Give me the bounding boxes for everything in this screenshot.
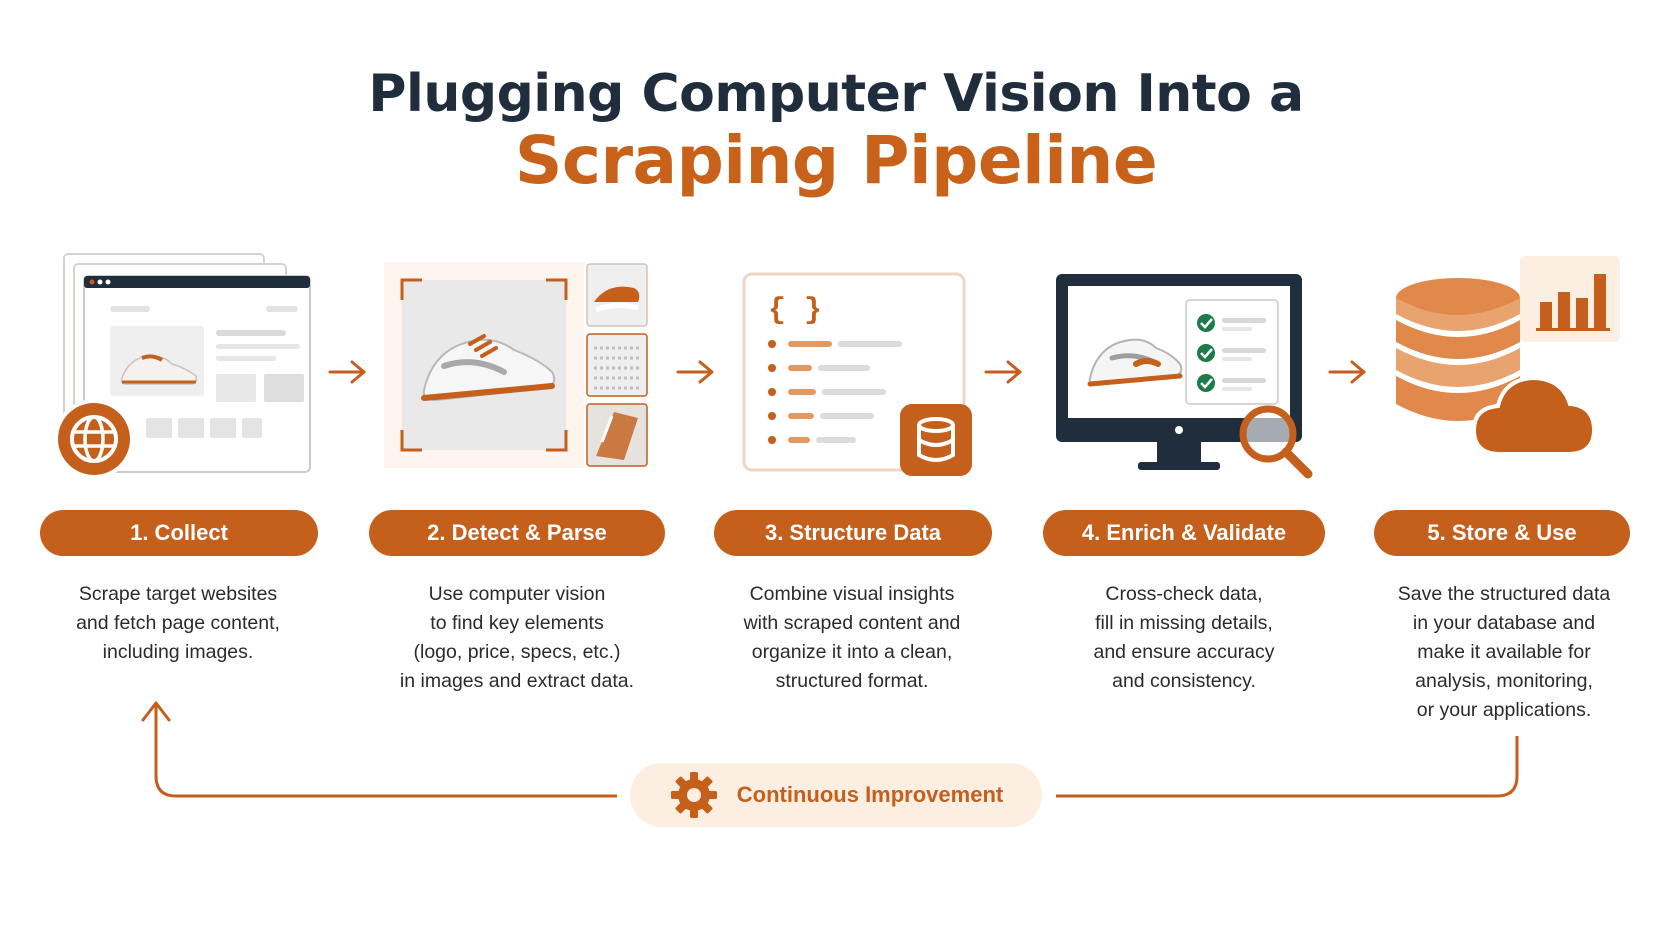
title-line-1: Plugging Computer Vision Into a	[368, 64, 1304, 124]
continuous-improvement-label: Continuous Improvement	[736, 782, 1004, 807]
step-collect-description: Scrape target websites and fetch page co…	[30, 580, 326, 667]
step-enrich-validate-pill: 4. Enrich & Validate	[1043, 510, 1325, 556]
arrow-right-icon	[328, 360, 366, 384]
description-line: in your database and	[1412, 612, 1596, 634]
description-line: organize it into a clean,	[751, 641, 953, 663]
description-line: and consistency.	[1112, 670, 1256, 692]
description-line: and fetch page content,	[76, 612, 280, 634]
description-line: fill in missing details,	[1095, 612, 1273, 634]
step-detect-parse-pill: 2. Detect & Parse	[369, 510, 665, 556]
description-line: in images and extract data.	[399, 670, 635, 692]
description-line: or your applications.	[1416, 699, 1592, 721]
step-structure-data-pill: 3. Structure Data	[714, 510, 992, 556]
arrow-right-icon	[1328, 360, 1366, 384]
description-line: Combine visual insights	[749, 583, 955, 605]
browser-globe-icon	[54, 253, 311, 479]
continuous-improvement-badge: Continuous Improvement	[630, 763, 1042, 827]
feedback-loop-arrow	[141, 701, 1519, 798]
description-line: Scrape target websites	[78, 583, 278, 605]
description-line: Use computer vision	[428, 583, 606, 605]
step-structure-data-description: Combine visual insights with scraped con…	[704, 580, 1000, 696]
step-enrich-validate-description: Cross-check data, fill in missing detail…	[1036, 580, 1332, 696]
arrow-right-icon	[984, 360, 1022, 384]
description-line: with scraped content and	[743, 612, 961, 634]
monitor-checklist-icon	[1056, 274, 1313, 479]
title-line-2: Scraping Pipeline	[514, 122, 1158, 199]
description-line: to find key elements	[430, 612, 604, 634]
description-line: Save the structured data	[1397, 583, 1611, 605]
step-detect-parse-description: Use computer vision to find key elements…	[369, 580, 665, 696]
description-line: including images.	[102, 641, 254, 663]
description-line: structured format.	[775, 670, 929, 692]
gear-icon	[670, 772, 717, 818]
step-collect-pill: 1. Collect	[40, 510, 318, 556]
description-line: analysis, monitoring,	[1415, 670, 1593, 692]
json-database-icon: { }	[742, 272, 972, 476]
description-line: make it available for	[1417, 641, 1591, 663]
description-line: and ensure accuracy	[1093, 641, 1275, 663]
detected-shoe-icon	[384, 262, 648, 468]
database-cloud-chart-icon	[1396, 256, 1620, 456]
arrow-right-icon	[676, 360, 714, 384]
svg-text:{ }: { }	[768, 294, 822, 328]
step-store-use-description: Save the structured data in your databas…	[1356, 580, 1652, 725]
step-store-use-pill: 5. Store & Use	[1374, 510, 1630, 556]
description-line: Cross-check data,	[1105, 583, 1263, 605]
description-line: (logo, price, specs, etc.)	[413, 641, 621, 663]
